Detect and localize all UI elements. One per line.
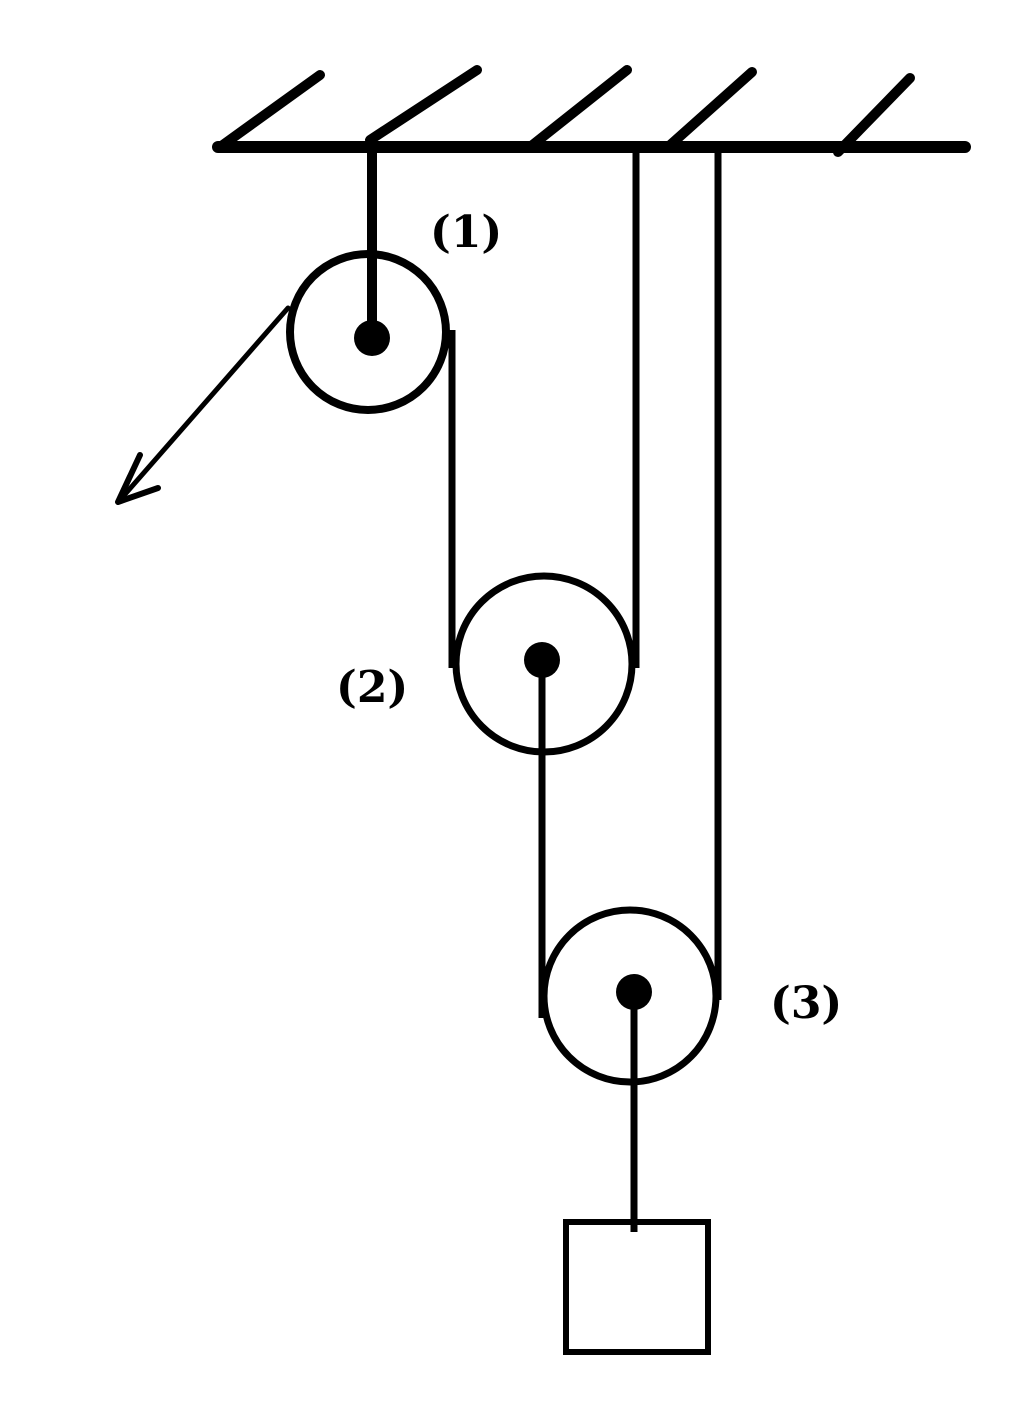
pulley-2 (448, 147, 640, 756)
pulley-1-wheel (286, 250, 450, 414)
pulley-2-label: (2) (336, 662, 408, 713)
ceiling (212, 65, 971, 157)
pulley-1 (286, 140, 450, 414)
pulley-3-label: (3) (770, 978, 842, 1029)
pull-rope (117, 305, 291, 503)
pulley-3-wheel (540, 906, 720, 1086)
pulley-3 (538, 147, 722, 1232)
ceiling-hatch-5 (833, 73, 915, 157)
pulley-1-label: (1) (430, 207, 502, 258)
pulley-1-axle (354, 320, 390, 356)
ceiling-hatch-3 (525, 65, 632, 152)
ceiling-hatch-1 (215, 70, 325, 152)
pull-force (115, 305, 291, 505)
load-block (563, 1219, 711, 1355)
ceiling-hatch-2 (365, 65, 482, 145)
ceiling-hatch-4 (663, 67, 757, 152)
pull-arrow-icon (115, 452, 161, 505)
